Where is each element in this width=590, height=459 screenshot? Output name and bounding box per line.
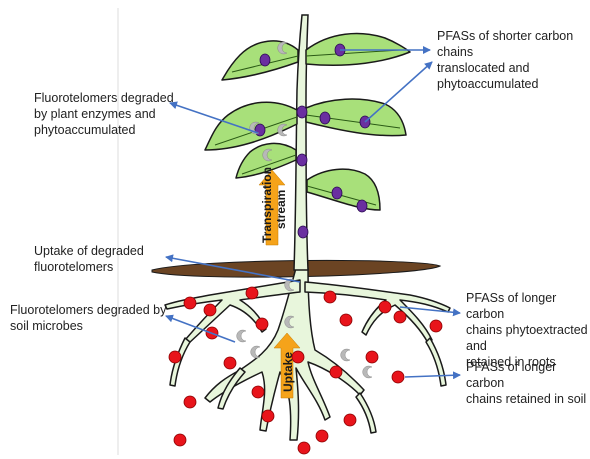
long-chain-pfas-dot: [262, 410, 274, 422]
long-chain-pfas-dot: [330, 366, 342, 378]
leaf-low-right: [307, 169, 380, 210]
long-chain-pfas-dot: [379, 301, 391, 313]
long-chain-pfas-dot: [394, 311, 406, 323]
label-plant-enzymes: Fluorotelomers degraded by plant enzymes…: [34, 90, 174, 138]
short-chain-pfas-dot: [260, 54, 270, 66]
fluorotelomer-crescent: [237, 330, 246, 342]
short-chain-pfas-dot: [297, 106, 307, 118]
pointer-retained-soil: [405, 375, 460, 377]
short-chain-pfas-dot: [357, 200, 367, 212]
long-chain-pfas-dot: [344, 414, 356, 426]
long-chain-pfas-dot: [298, 442, 310, 454]
label-soil-microbes: Fluorotelomers degraded by soil microbes: [10, 302, 166, 334]
long-chain-pfas-dot: [204, 304, 216, 316]
label-retained-roots: PFASs of longer carbon chains phytoextra…: [466, 290, 590, 370]
long-chain-pfas-dot: [324, 291, 336, 303]
long-chain-pfas-dot: [292, 351, 304, 363]
long-chain-pfas-dot: [316, 430, 328, 442]
label-shorter-chains: PFASs of shorter carbon chains transloca…: [437, 28, 590, 92]
transpiration-label-line1: Transpiration: [260, 167, 274, 243]
long-chain-pfas-dot: [430, 320, 442, 332]
short-chain-pfas-dot: [332, 187, 342, 199]
pointer-shorter-chains-2: [365, 62, 432, 122]
leaves: [205, 34, 410, 210]
short-chain-pfas-dot: [298, 226, 308, 238]
fluorotelomer-crescent: [341, 349, 350, 361]
long-chain-pfas-dot: [256, 318, 268, 330]
long-chain-pfas-dot: [252, 386, 264, 398]
fluorotelomer-crescent: [363, 366, 372, 378]
long-chain-pfas-dot: [340, 314, 352, 326]
transpiration-label-line2: stream: [274, 190, 288, 229]
long-chain-pfas-dot: [392, 371, 404, 383]
pointer-soil-microbes: [166, 316, 235, 342]
long-chain-pfas-dot: [366, 351, 378, 363]
short-chain-pfas-dot: [320, 112, 330, 124]
transpiration-arrow: Transpiration stream: [259, 164, 288, 245]
long-chain-pfas-dot: [246, 287, 258, 299]
short-chain-pfas-dot: [297, 154, 307, 166]
long-chain-pfas-dot: [184, 297, 196, 309]
label-retained-soil: PFASs of longer carbon chains retained i…: [466, 359, 590, 407]
long-chain-pfas-dot: [184, 396, 196, 408]
long-chain-pfas-dot: [169, 351, 181, 363]
long-chain-pfas-dot: [224, 357, 236, 369]
label-uptake-degraded: Uptake of degraded fluorotelomers: [34, 243, 144, 275]
long-chain-pfas-dot: [174, 434, 186, 446]
root-system: [165, 268, 450, 440]
